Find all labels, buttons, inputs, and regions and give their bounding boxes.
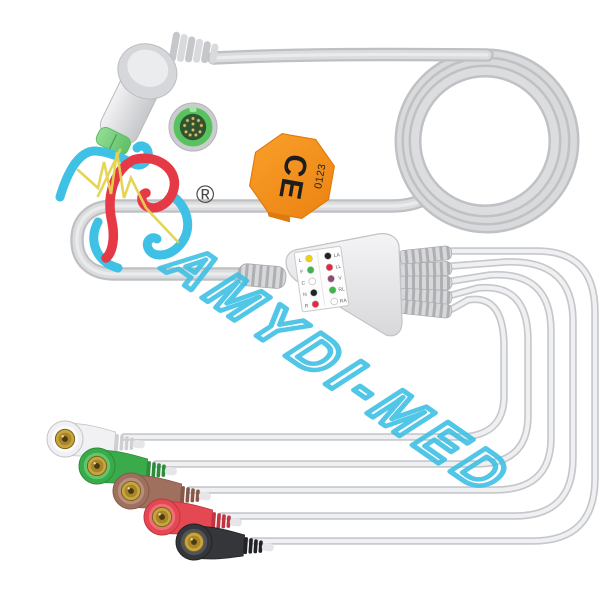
label-dot-iec [308, 277, 316, 286]
label-aha-code: LA [333, 252, 341, 259]
monitor-plug [95, 43, 178, 156]
label-aha-code: V [338, 275, 343, 281]
label-iec-code: N [303, 292, 308, 298]
label-iec-code: C [301, 280, 306, 286]
lead-wire-brown [186, 271, 555, 494]
trunk-strain-relief [237, 263, 287, 289]
lead-wire-black [248, 247, 599, 545]
snap-terminal-black [175, 523, 274, 561]
label-dot-aha [327, 275, 335, 283]
splitter-yoke: L F C N R LA LL V RL RA [285, 233, 403, 337]
label-dot-aha [324, 252, 332, 260]
snap-terminal-green [78, 447, 177, 485]
brand-logo [55, 141, 193, 273]
label-dot-aha [328, 286, 337, 294]
connector-pins [182, 116, 204, 137]
label-iec-code: L [298, 258, 302, 264]
lead-wires [120, 247, 599, 545]
label-dot-aha [330, 297, 338, 306]
round-connector-face [168, 102, 218, 152]
label-dot-iec [305, 254, 313, 263]
label-dot-iec [306, 266, 315, 274]
plug-strain-relief [168, 31, 219, 64]
splitter-strain-reliefs [397, 245, 453, 319]
ce-notified-body-number: 0123 [312, 163, 328, 190]
label-aha-code: LL [335, 264, 342, 271]
ce-mark-text: CE [272, 152, 315, 204]
label-dot-iec [310, 289, 318, 297]
ce-tag-octagon [249, 133, 335, 219]
splitter-label: L F C N R LA LL V RL RA [293, 245, 350, 313]
label-iec-code: F [300, 269, 304, 275]
lead-wire-red [217, 258, 577, 520]
label-aha-code: RA [339, 298, 347, 305]
label-aha-code: RL [338, 286, 345, 293]
label-dot-iec [311, 300, 320, 308]
snap-terminal-red [143, 498, 242, 536]
lead-wire-green [152, 283, 532, 468]
trunk-entry-segment [207, 47, 494, 65]
trunk-cable [70, 187, 441, 281]
snap-terminal-white [46, 420, 145, 458]
logo-ecg-trace-icon [76, 148, 180, 244]
lead-wire-white [120, 295, 508, 441]
ce-tag: CE 0123 [249, 133, 335, 223]
label-dot-aha [325, 263, 334, 272]
label-iec-code: R [304, 303, 309, 309]
registered-trademark-icon: ® [196, 181, 215, 209]
cable-coil [394, 48, 580, 234]
snap-terminal-brown [112, 472, 211, 510]
